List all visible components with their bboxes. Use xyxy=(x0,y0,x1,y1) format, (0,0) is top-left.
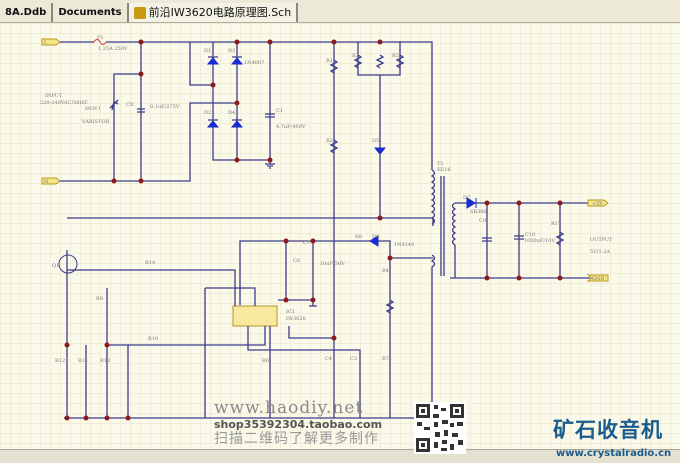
diode-d6 xyxy=(369,235,379,247)
output-port-positive xyxy=(587,199,609,207)
component-label: C4 xyxy=(325,356,332,362)
component-label: D3 xyxy=(228,48,235,54)
component-label: 10uF/50V xyxy=(320,261,345,267)
diode-d5 xyxy=(373,147,387,155)
component-label: D1 xyxy=(204,48,211,54)
component-label: R17 xyxy=(551,221,561,227)
output-port-negative xyxy=(586,274,609,282)
wire xyxy=(64,250,430,419)
tab-label: 前沿IW3620电路原理图.Sch xyxy=(148,6,292,19)
component-label: 0.1uF/275V xyxy=(150,104,180,110)
component-label: 1N4148 xyxy=(394,242,414,248)
bridge-diodes xyxy=(206,57,244,128)
input-port-n xyxy=(41,177,61,185)
component-label: 1N4007 xyxy=(244,60,264,66)
component-label: R6 xyxy=(262,358,269,364)
tab-label: Documents xyxy=(58,7,122,18)
component-label: 4.7uF/400V xyxy=(276,124,306,130)
component-label: C3 xyxy=(350,356,357,362)
document-tab-bar: 8A.Ddb Documents 前沿IW3620电路原理图.Sch xyxy=(0,0,680,23)
symbol-lines xyxy=(208,56,275,121)
tab-documents[interactable]: Documents xyxy=(53,3,129,22)
component-label: 1000uF/10V xyxy=(524,238,555,244)
component-label: C10 xyxy=(525,232,535,238)
component-label: 220-240VAC/50HZ xyxy=(40,100,88,106)
transformer-t1 xyxy=(430,169,457,418)
watermark-site: www.haodiy.net xyxy=(214,398,364,418)
component-label: D7 xyxy=(463,195,470,201)
component-label: F1 xyxy=(97,35,104,41)
status-bar xyxy=(0,449,680,463)
component-label: CX xyxy=(126,102,134,108)
component-label: R14 xyxy=(145,260,155,266)
capacitor-cx xyxy=(137,108,145,113)
component-label: C6 xyxy=(293,258,300,264)
component-label: C9 xyxy=(479,218,486,224)
wire xyxy=(239,240,433,418)
component-label: VARISTOR xyxy=(81,119,109,125)
component-label: R2 xyxy=(326,138,333,144)
component-label: R8 xyxy=(355,234,362,240)
tab-ddb[interactable]: 8A.Ddb xyxy=(0,3,54,22)
component-label: R9 xyxy=(96,296,103,302)
component-label: R11 xyxy=(78,358,88,364)
watermark-shop: shop35392304.taobao.com xyxy=(214,418,383,431)
component-label: R7 xyxy=(382,356,389,362)
component-label: R13 xyxy=(100,358,110,364)
component-label: GND xyxy=(592,276,604,282)
schematic-canvas[interactable]: INPUT 220-240VAC/50HZ MOV1 VARISTOR F1 1… xyxy=(0,23,680,462)
qr-code-icon xyxy=(414,402,466,454)
component-labels: INPUT 220-240VAC/50HZ MOV1 VARISTOR F1 1… xyxy=(40,35,613,364)
diode-d7 xyxy=(466,197,477,209)
component-label: EE16 xyxy=(437,167,451,173)
site-logo-url: www.crystalradio.cn xyxy=(556,448,672,459)
input-port-l xyxy=(41,38,61,46)
component-label: MOV1 xyxy=(85,106,101,112)
component-label: D2 xyxy=(204,110,211,116)
component-label: 1.25A 250V xyxy=(98,46,128,52)
component-label: R12 xyxy=(55,358,65,364)
component-label: INPUT xyxy=(45,93,63,99)
component-label: R10 xyxy=(148,336,158,342)
component-label: IW3620 xyxy=(286,316,306,322)
component-label: 5V/1.2A xyxy=(590,249,610,255)
component-label: C1 xyxy=(276,108,283,114)
tab-schematic[interactable]: 前沿IW3620电路原理图.Sch xyxy=(128,3,299,22)
component-label: R4 xyxy=(382,268,389,274)
component-label: +5V xyxy=(592,201,603,207)
component-label: N xyxy=(44,179,49,185)
component-label: D6 xyxy=(372,234,379,240)
wire xyxy=(67,42,433,418)
component-label: C7 xyxy=(303,240,310,246)
component-label: R3 xyxy=(352,53,359,59)
component-label: R5 xyxy=(392,53,399,59)
ic1-chip xyxy=(232,305,278,327)
mosfet-q1 xyxy=(58,254,78,274)
varistor-symbol xyxy=(109,99,119,111)
component-label: D5 xyxy=(372,138,379,144)
component-label: R1 xyxy=(326,58,333,64)
fuse-symbol xyxy=(93,39,107,45)
component-label: T1 xyxy=(437,161,444,167)
schematic-file-icon xyxy=(133,6,146,19)
component-label: D4 xyxy=(228,110,235,116)
site-logo: 矿石收音机 xyxy=(553,418,663,442)
schematic-drawing: INPUT 220-240VAC/50HZ MOV1 VARISTOR F1 1… xyxy=(40,35,613,421)
component-label: IC1 xyxy=(286,309,295,315)
junction-dots xyxy=(64,39,563,421)
output-caps xyxy=(482,231,565,246)
component-label: OUTPUT xyxy=(590,237,613,243)
component-label: SR360 xyxy=(470,209,487,215)
watermark-scan: 扫描二维码了解更多制作 xyxy=(214,431,379,447)
component-label: Q1 xyxy=(52,263,59,269)
tab-label: 8A.Ddb xyxy=(5,7,47,18)
component-label: L xyxy=(44,40,48,46)
